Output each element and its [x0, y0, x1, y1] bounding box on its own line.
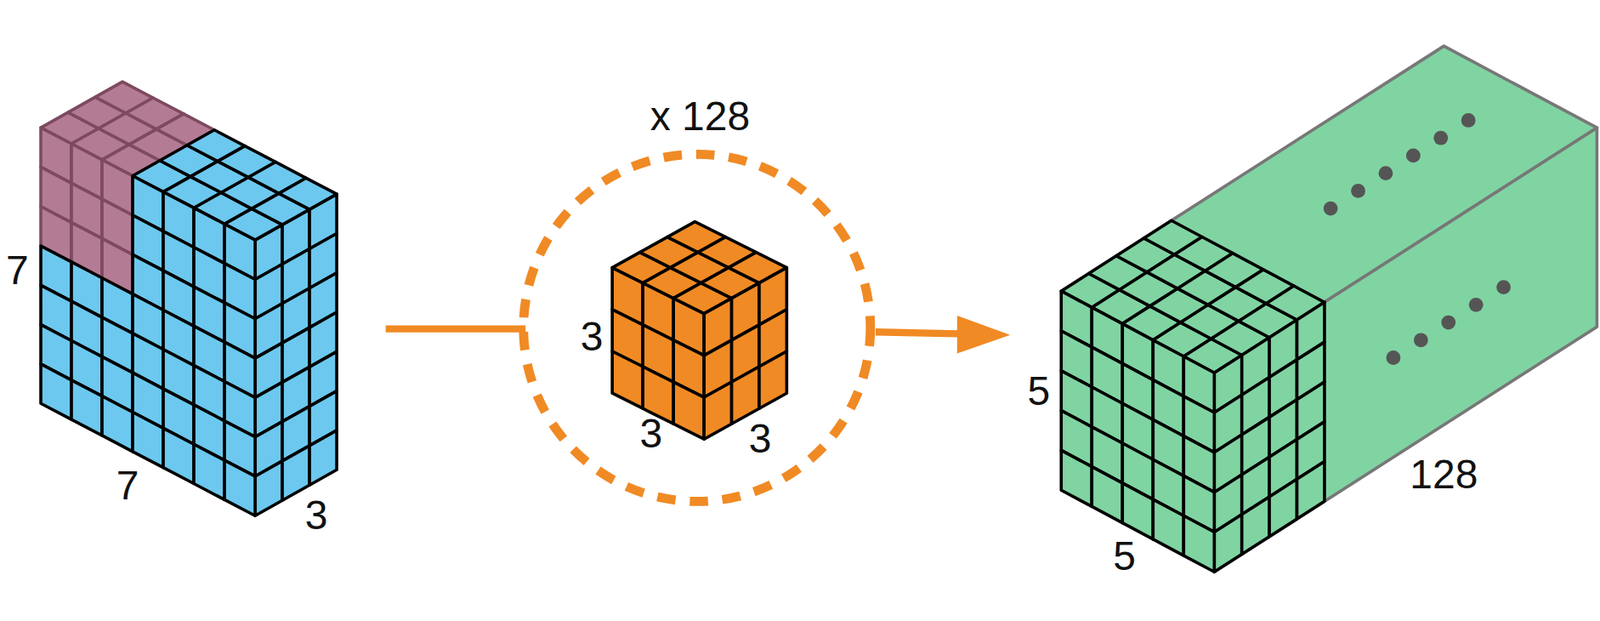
- filter-cube: [612, 221, 787, 440]
- continuation-dot: [1496, 279, 1511, 295]
- input-cell: [102, 396, 133, 452]
- dimension-label: 7: [116, 465, 140, 506]
- arrow-head: [957, 315, 1010, 353]
- input-cell: [309, 430, 337, 485]
- output-cell: [1152, 499, 1184, 556]
- continuation-dot: [1386, 350, 1402, 365]
- continuation-dot: [1441, 315, 1456, 330]
- dimension-label: 5: [1027, 370, 1051, 412]
- output-volume: [1060, 45, 1597, 572]
- dimension-label: 128: [1409, 453, 1478, 495]
- output-cell: [1297, 461, 1325, 520]
- continuation-dot: [1413, 332, 1429, 347]
- dimension-label: 3: [305, 494, 329, 536]
- continuation-dot: [1406, 148, 1421, 164]
- input-cell: [40, 363, 72, 420]
- continuation-dot: [1461, 113, 1476, 128]
- dimension-label: 5: [1112, 535, 1136, 577]
- filter-cell: [759, 351, 787, 409]
- dimension-label: 3: [580, 316, 604, 358]
- continuation-dot: [1378, 165, 1394, 181]
- continuation-dot: [1323, 201, 1339, 216]
- input-cell: [193, 443, 225, 500]
- input-cell: [132, 412, 164, 468]
- output-cell: [1122, 482, 1153, 540]
- filter-cell: [673, 381, 704, 439]
- input-cell: [71, 380, 103, 436]
- output-cell: [1214, 514, 1242, 573]
- output-cell: [1269, 478, 1297, 537]
- input-volume: [40, 81, 337, 516]
- continuation-dot: [1433, 130, 1448, 146]
- output-side-face: [1214, 127, 1597, 572]
- continuation-dot: [1350, 183, 1366, 199]
- output-cell: [1242, 496, 1270, 555]
- input-cell: [163, 427, 194, 483]
- input-cell: [278, 177, 337, 210]
- dimension-label: 7: [5, 249, 29, 291]
- filter-circle: [523, 153, 871, 501]
- dimension-label: 3: [639, 413, 663, 454]
- flow-arrow: [385, 324, 526, 332]
- output-cell: [1183, 515, 1215, 572]
- output-cell: [1060, 449, 1092, 506]
- filter-cell: [703, 381, 732, 439]
- flow-arrow: [875, 331, 968, 334]
- filter-cell: [612, 351, 643, 409]
- filter-cell: [731, 366, 760, 424]
- dimension-label: 3: [748, 418, 772, 460]
- output-cell: [1091, 466, 1123, 523]
- dimension-label: x 128: [650, 96, 750, 137]
- continuation-dot: [1469, 297, 1484, 313]
- input-cell: [255, 460, 283, 516]
- input-cell: [224, 459, 256, 516]
- input-cell: [282, 445, 310, 500]
